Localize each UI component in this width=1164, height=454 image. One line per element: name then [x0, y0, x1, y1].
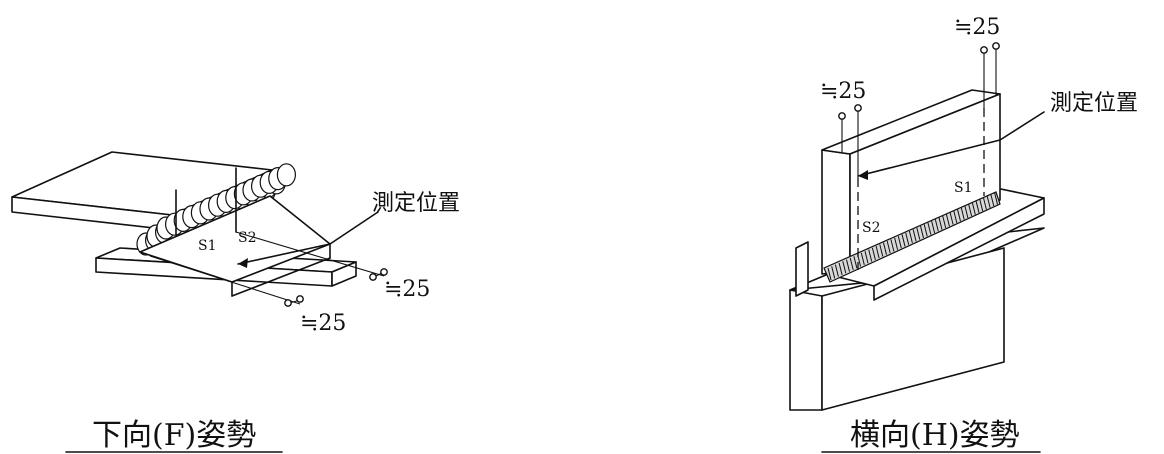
dimension-label: ≒25: [300, 311, 346, 336]
dim-dot: [369, 273, 377, 281]
dimension-label: ≒25: [820, 79, 866, 104]
dimension-label: ≒25: [384, 277, 430, 302]
measurement-pointer: [237, 211, 379, 265]
weld-bead: [136, 163, 296, 256]
s2-label: S2: [862, 220, 881, 236]
dim-dot: [284, 299, 292, 307]
measurement-position-label: 測定位置: [372, 191, 460, 216]
dim-line-back: [235, 231, 385, 277]
flat-position-caption: 下向(F)姿勢: [92, 418, 256, 453]
horizontal-position-figure: 測定位置 S1 S2 ≒25 ≒25 横向(H)姿勢: [789, 15, 1138, 453]
measurement-pointer: [857, 111, 1045, 177]
dim-dot: [380, 268, 388, 276]
weld-bead: [823, 191, 1001, 283]
dim-line-front: [149, 255, 301, 305]
dim-dot: [854, 104, 862, 112]
dimension-label: ≒25: [954, 15, 1000, 40]
s1-label: S1: [954, 180, 973, 196]
dim-dot: [980, 46, 988, 54]
vertical-plate: [821, 89, 1001, 275]
s2-label: S2: [238, 230, 257, 246]
horizontal-position-caption: 横向(H)姿勢: [850, 418, 1020, 453]
dim-dot: [838, 112, 846, 120]
s1-label: S1: [198, 238, 217, 254]
dim-dot: [296, 295, 304, 303]
measurement-position-label: 測定位置: [1050, 91, 1138, 116]
dim-dot: [992, 42, 1000, 50]
flat-position-figure: 測定位置 S1 S2 ≒25 ≒25 下向(F)姿勢: [11, 151, 460, 453]
